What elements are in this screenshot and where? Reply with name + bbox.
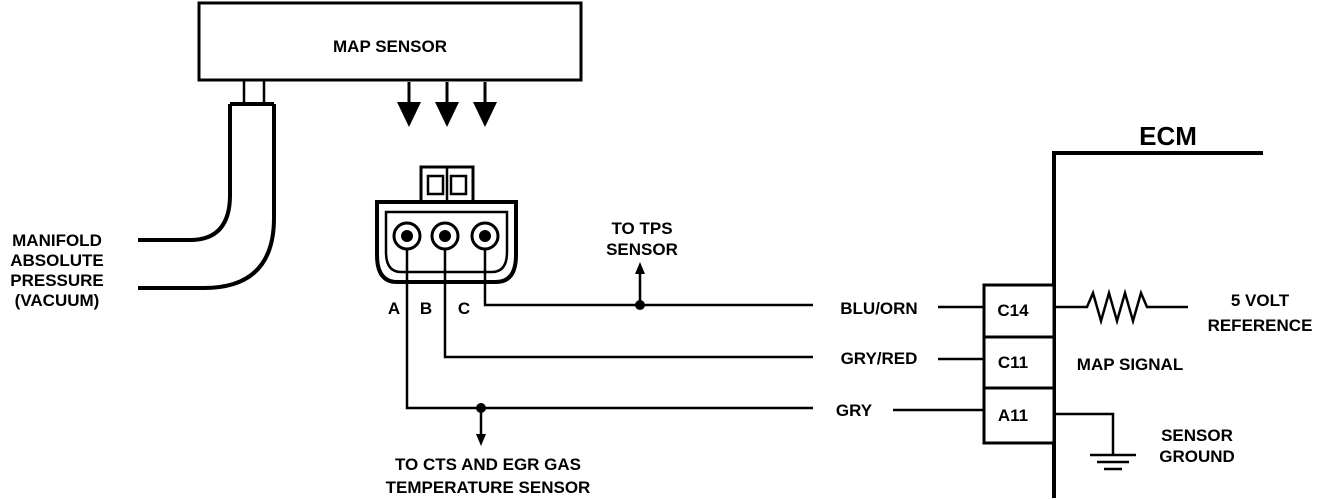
terminal-c11 [982, 335, 1056, 390]
ground-label-line: SENSOR [1161, 426, 1233, 445]
resistor-icon [1054, 288, 1188, 326]
sensor-connector [375, 165, 518, 284]
pin-label-b: B [420, 299, 432, 318]
connector-pin-a [392, 221, 422, 251]
up-arrow-icon [635, 262, 645, 274]
vacuum-label: MANIFOLD ABSOLUTE PRESSURE (VACUUM) [10, 231, 104, 310]
down-arrow-icon [476, 434, 486, 446]
wire-label-gry: GRY [836, 401, 873, 420]
hose-outline [138, 102, 276, 290]
pin-label-a: A [388, 299, 400, 318]
vacuum-label-line: ABSOLUTE [10, 251, 104, 270]
wire-gry-red [443, 249, 813, 359]
down-arrow-icon [473, 82, 497, 127]
connector-arrows [397, 82, 497, 127]
cts-label: TO CTS AND EGR GAS TEMPERATURE SENSOR [386, 455, 591, 497]
wire-label-gry-red: GRY/RED [841, 349, 918, 368]
terminal-label-c11: C11 [998, 353, 1028, 372]
terminal-c14 [982, 283, 1056, 339]
terminal-label-c14: C14 [997, 301, 1029, 320]
map-signal-label: MAP SIGNAL [1077, 355, 1183, 374]
cts-label-line: TEMPERATURE SENSOR [386, 478, 591, 497]
five-volt-label-line: REFERENCE [1208, 316, 1313, 335]
map-sensor-label: MAP SENSOR [333, 37, 447, 56]
connector-inner [384, 210, 509, 274]
ground-icon [1054, 412, 1136, 471]
cts-splice [476, 403, 486, 446]
ecm-title: ECM [1139, 121, 1197, 151]
map-sensor-box [197, 1, 583, 82]
tps-label: TO TPS SENSOR [606, 219, 678, 259]
wire-gry [405, 249, 813, 410]
down-arrow-icon [435, 82, 459, 127]
terminal-label-a11: A11 [998, 406, 1028, 425]
vacuum-port [242, 80, 266, 104]
down-arrow-icon [397, 82, 421, 127]
vacuum-label-line: (VACUUM) [15, 291, 100, 310]
wire-label-blu-orn: BLU/ORN [840, 299, 917, 318]
five-volt-label: 5 VOLT REFERENCE [1208, 291, 1313, 335]
map-sensor: MAP SENSOR [197, 1, 583, 82]
tps-splice [635, 262, 645, 310]
terminal-a11 [982, 386, 1056, 445]
latch-detail [426, 167, 468, 202]
pin-labels: A B C [388, 299, 470, 318]
vacuum-label-line: MANIFOLD [12, 231, 102, 250]
vacuum-label-line: PRESSURE [10, 271, 104, 290]
connector-shell [375, 200, 518, 284]
connector-pin-b [430, 221, 460, 251]
pin-label-c: C [458, 299, 470, 318]
ecm-terminals: C14 C11 A11 [982, 283, 1056, 445]
wire-labels: BLU/ORN GRY/RED GRY [836, 299, 918, 420]
tps-label-line: TO TPS [611, 219, 672, 238]
connector-pin-c [470, 221, 500, 251]
wire-blu-orn [483, 249, 813, 307]
vacuum-hose [138, 80, 276, 290]
cts-label-line: TO CTS AND EGR GAS [395, 455, 581, 474]
ground-label: SENSOR GROUND [1159, 426, 1235, 466]
five-volt-label-line: 5 VOLT [1231, 291, 1290, 310]
ground-label-line: GROUND [1159, 447, 1235, 466]
tps-label-line: SENSOR [606, 240, 678, 259]
